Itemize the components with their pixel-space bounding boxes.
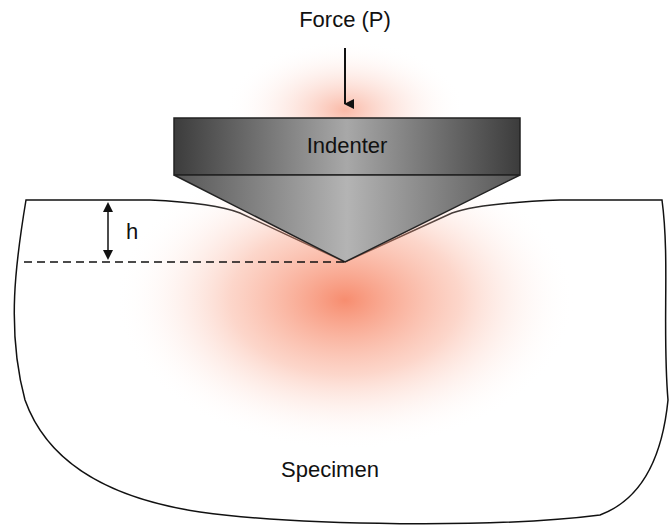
force-label: Force (P)	[299, 8, 391, 32]
indenter-box: Indenter	[174, 118, 520, 175]
node-text: Specimen	[281, 458, 379, 482]
depth-arrow	[103, 202, 113, 260]
node-text: Indenter	[307, 134, 388, 158]
stress-glow	[115, 150, 575, 450]
depth-label: h	[126, 220, 138, 244]
indenter-body	[174, 118, 520, 262]
specimen-region: Specimen	[20, 430, 640, 510]
force-arrow	[344, 48, 346, 104]
depth-line	[24, 261, 345, 263]
